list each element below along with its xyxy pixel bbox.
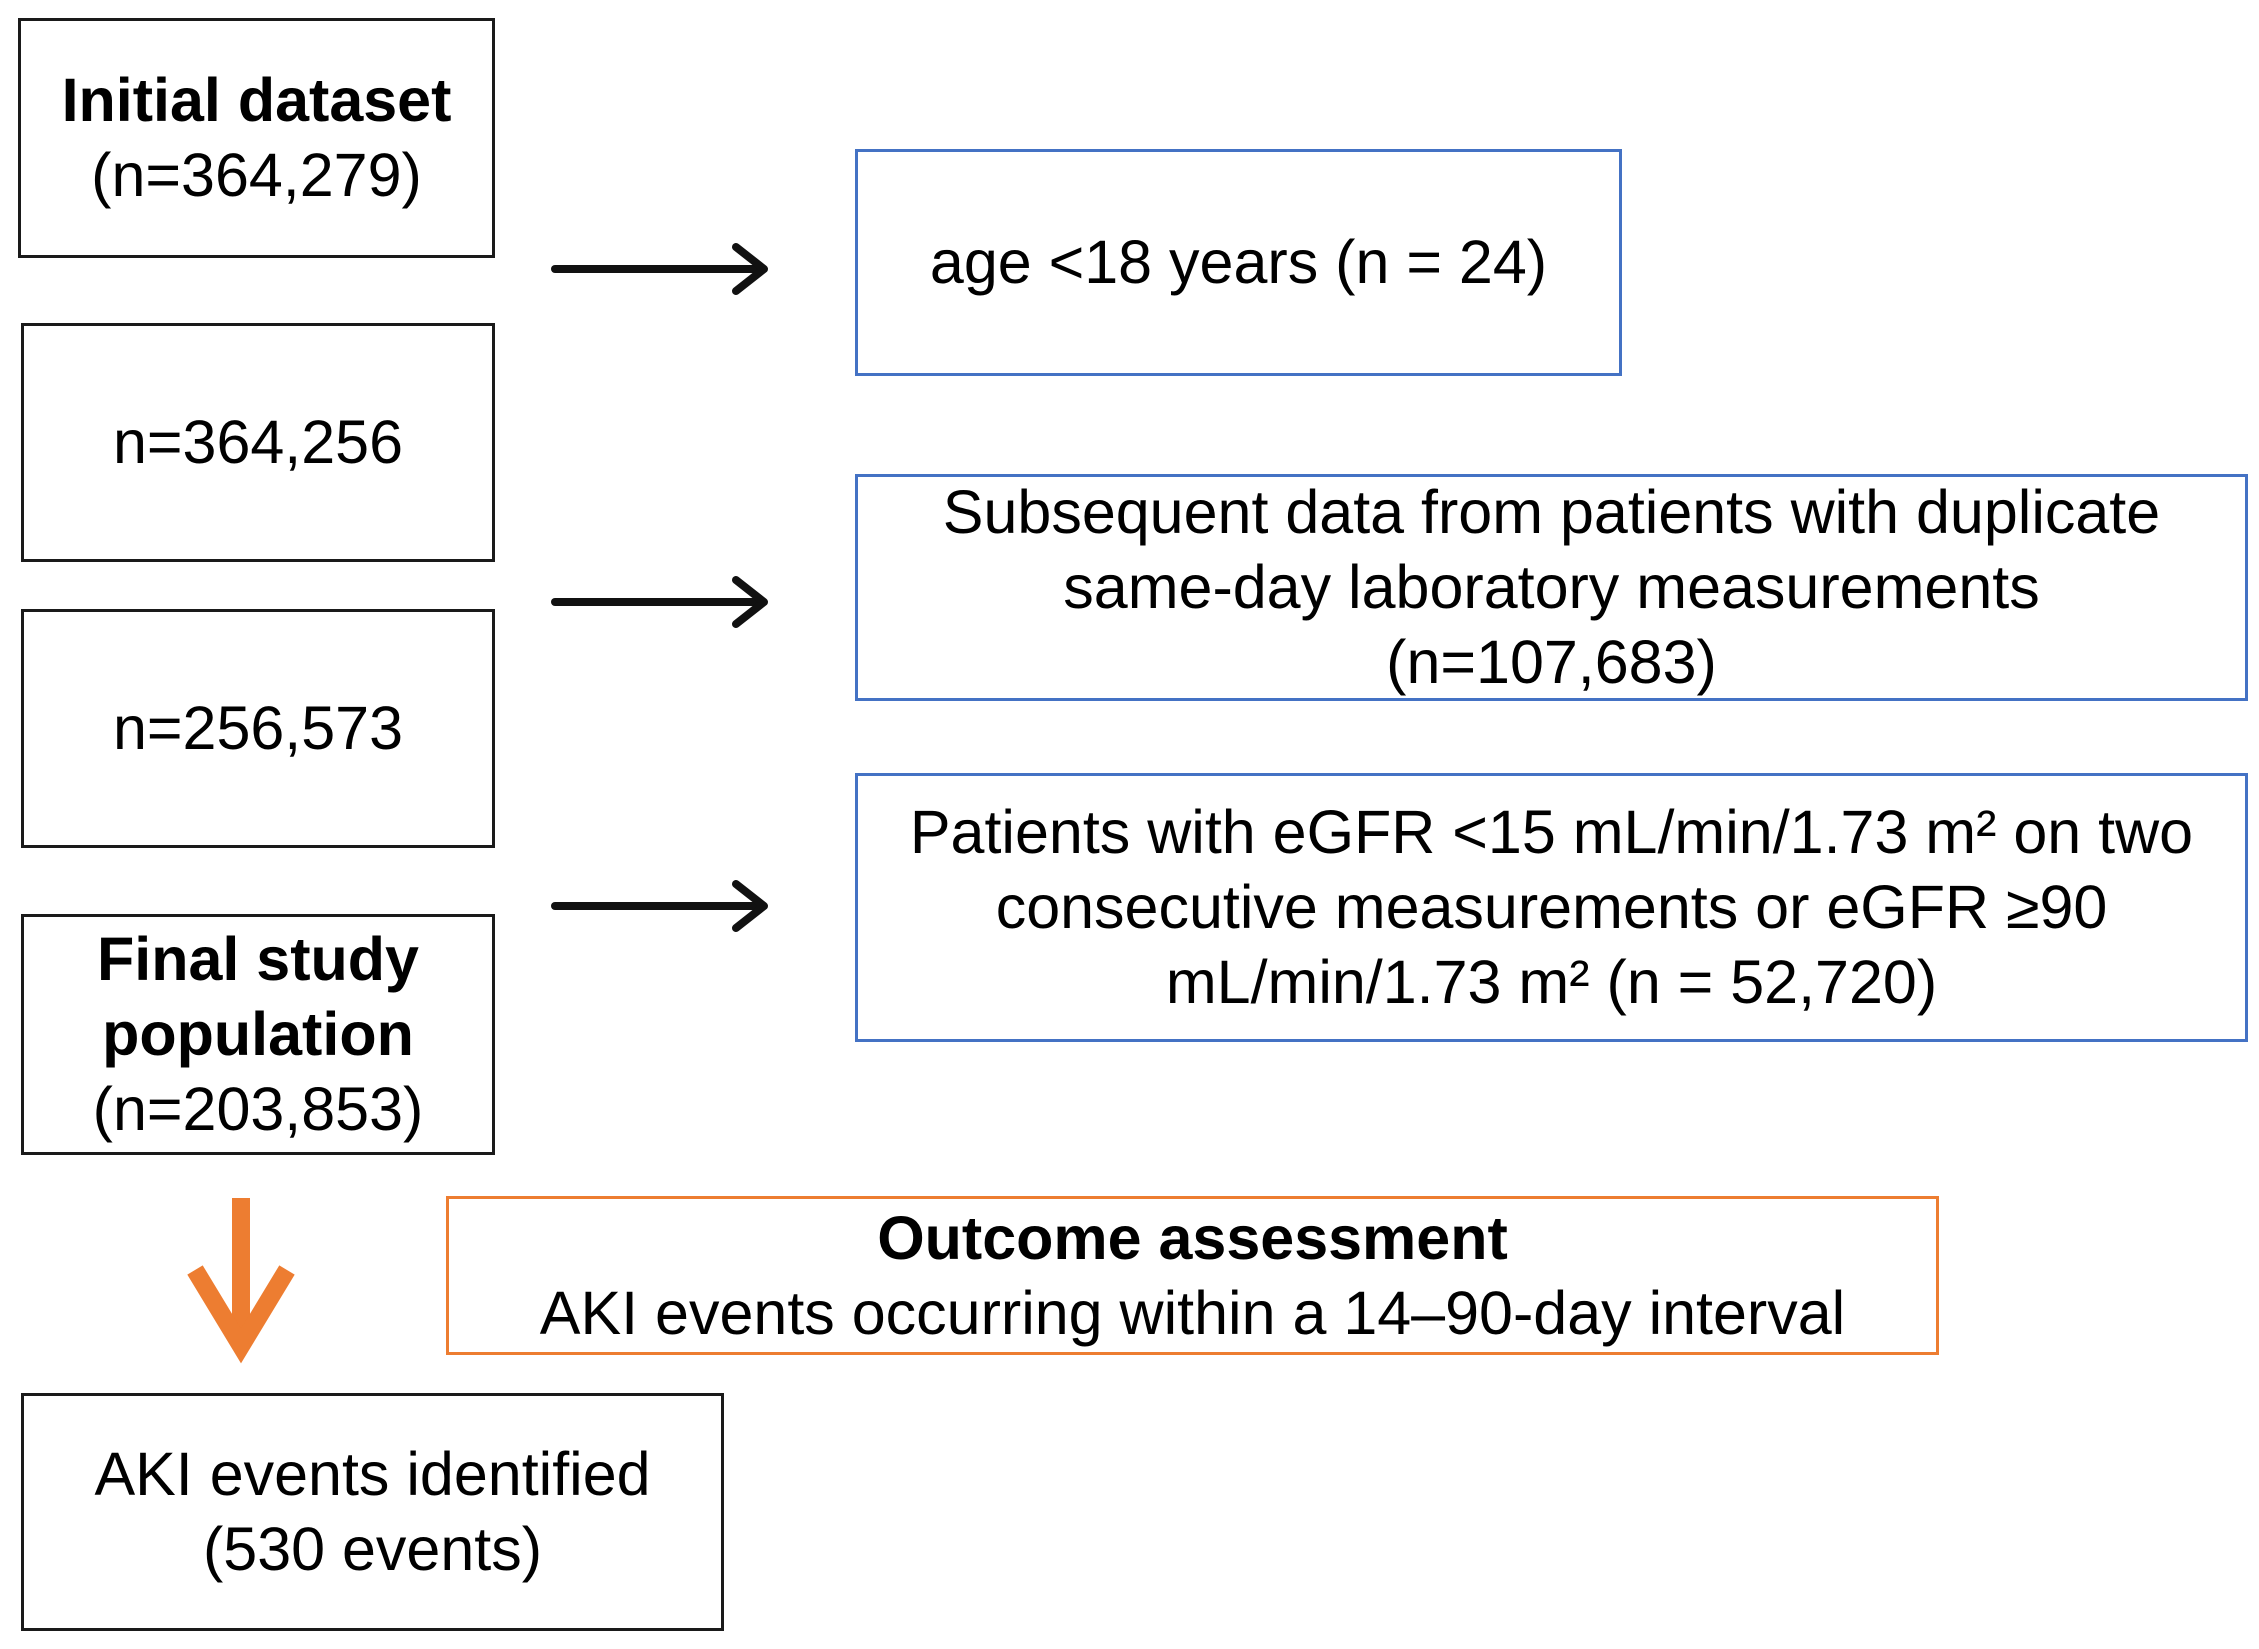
after-age-exclusion-count: n=364,256	[112, 408, 404, 476]
egfr-exclusion-box: Patients with eGFR <15 mL/min/1.73 m² on…	[855, 773, 2248, 1042]
egfr-exclusion-line3: mL/min/1.73 m² (n = 52,720)	[1165, 948, 1938, 1016]
outcome-arrow-down	[187, 1198, 295, 1364]
age-exclusion-text: age <18 years (n = 24)	[929, 228, 1548, 296]
duplicate-exclusion-line1: Subsequent data from patients with dupli…	[942, 478, 2161, 546]
exclusion-arrow-duplicates	[551, 576, 768, 628]
aki-events-identified-box: AKI events identified (530 events)	[21, 1393, 724, 1631]
aki-events-line1: AKI events identified	[94, 1440, 651, 1508]
after-duplicate-exclusion-count: n=256,573	[112, 694, 404, 762]
egfr-exclusion-line1: Patients with eGFR <15 mL/min/1.73 m² on…	[909, 798, 2194, 866]
final-study-title-line1: Final study	[97, 925, 419, 993]
final-study-population-box: Final study population (n=203,853)	[21, 914, 495, 1155]
age-exclusion-box: age <18 years (n = 24)	[855, 149, 1622, 376]
exclusion-arrow-age	[551, 243, 768, 295]
duplicate-exclusion-line3: (n=107,683)	[1386, 628, 1717, 696]
outcome-assessment-title: Outcome assessment	[877, 1203, 1508, 1272]
initial-dataset-box: Initial dataset (n=364,279)	[18, 18, 495, 258]
aki-events-line2: (530 events)	[202, 1515, 543, 1583]
duplicate-exclusion-box: Subsequent data from patients with dupli…	[855, 474, 2248, 701]
egfr-exclusion-line2: consecutive measurements or eGFR ≥90	[995, 873, 2108, 941]
initial-dataset-title: Initial dataset	[61, 66, 452, 134]
after-age-exclusion-box: n=364,256	[21, 323, 495, 562]
outcome-assessment-box: Outcome assessment AKI events occurring …	[446, 1196, 1939, 1355]
outcome-assessment-description: AKI events occurring within a 14–90-day …	[539, 1278, 1846, 1347]
duplicate-exclusion-line2: same-day laboratory measurements	[1063, 553, 2040, 621]
exclusion-arrow-egfr	[551, 880, 768, 932]
initial-dataset-count: (n=364,279)	[91, 141, 422, 209]
after-duplicate-exclusion-box: n=256,573	[21, 609, 495, 848]
final-study-title-line2: population	[102, 1000, 414, 1068]
final-study-count: (n=203,853)	[92, 1075, 424, 1143]
